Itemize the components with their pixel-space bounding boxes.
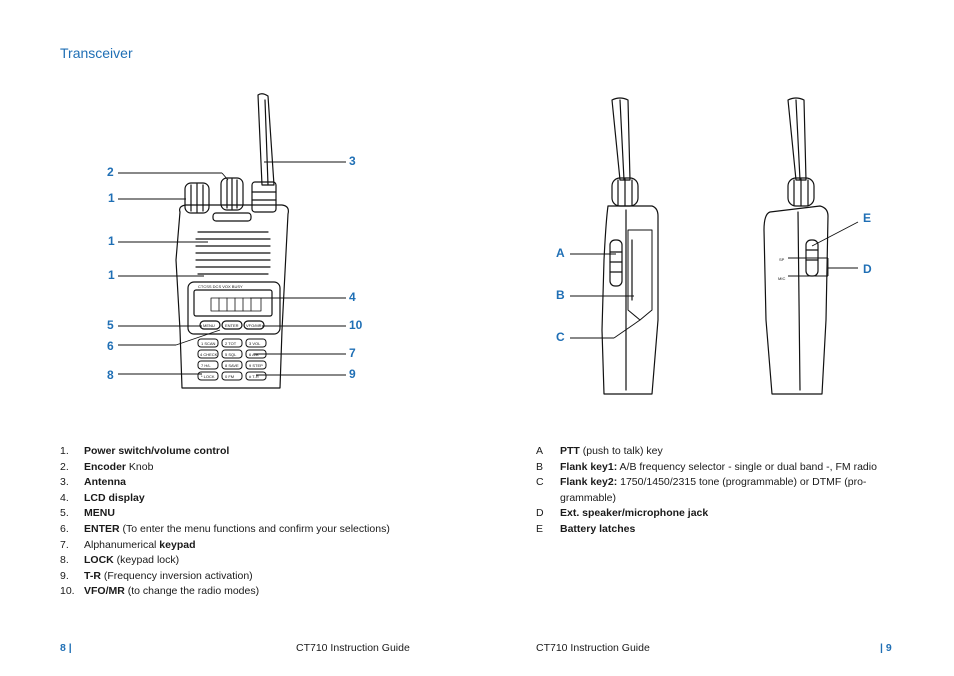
callout-1: 1 <box>108 234 115 248</box>
keypad-key-label: 2 TOT <box>225 341 237 346</box>
callout-4: 4 <box>349 290 356 304</box>
page-number-left: 8 | <box>60 642 72 654</box>
callout-9: 9 <box>349 367 356 381</box>
enter-key-label: ENTER <box>225 323 239 328</box>
keypad-key-label: 0 FM <box>225 374 234 379</box>
list-item: 4.LCD display <box>60 491 145 504</box>
callout-8: 8 <box>107 368 114 382</box>
callout-10: 10 <box>349 318 363 332</box>
parts-list-numbered: 1.Power switch/volume control 2.Encoder … <box>60 444 480 600</box>
footer-title-left: CT710 Instruction Guide <box>296 642 410 654</box>
keypad-key-label: 8 SAVE <box>225 363 239 368</box>
side-mic-label: MIC <box>778 276 785 281</box>
front-view <box>175 93 289 389</box>
page-number-right: | 9 <box>880 642 892 654</box>
list-item: 2.Encoder Knob <box>60 460 154 473</box>
callout-3: 3 <box>349 154 356 168</box>
page-title: Transceiver <box>60 45 133 61</box>
callout-1: 1 <box>108 191 115 205</box>
callout-d: D <box>863 262 872 276</box>
keypad-key-label: 7 H/L <box>201 363 211 368</box>
list-item: 6.ENTER (To enter the menu functions and… <box>60 522 390 535</box>
menu-key-label: MENU <box>203 323 215 328</box>
callout-c: C <box>556 330 565 344</box>
keypad-key-label: 9 STEP <box>249 363 263 368</box>
callout-b: B <box>556 288 565 302</box>
callout-e: E <box>863 211 872 225</box>
list-item: 1.Power switch/volume control <box>60 445 230 457</box>
callout-1: 1 <box>108 268 115 282</box>
keypad-key-label: # T-R <box>249 374 259 379</box>
side-sp-label: SP <box>779 257 785 262</box>
callout-5: 5 <box>107 318 114 332</box>
callout-6: 6 <box>107 339 114 353</box>
side-view-jack <box>763 97 829 395</box>
list-item: 7.Alphanumerical keypad <box>60 538 196 551</box>
list-item: 5.MENU <box>60 507 115 520</box>
callout-2: 2 <box>107 165 114 179</box>
keypad-key-label: 1 SCAN <box>201 341 216 346</box>
keypad-key-label: 5 SQL <box>225 352 237 357</box>
keypad-key-label: 6 A/B <box>249 352 259 357</box>
list-item: 9.T-R (Frequency inversion activation) <box>60 569 253 582</box>
callout-7: 7 <box>349 346 356 360</box>
list-item: 3.Antenna <box>60 476 126 489</box>
list-item: 8.LOCK (keypad lock) <box>60 554 180 567</box>
keypad-key-label: 4 CHECK <box>200 352 218 357</box>
footer-title-right: CT710 Instruction Guide <box>536 642 650 654</box>
keypad-key-label: 3 VOL <box>249 341 261 346</box>
list-item: 10.VFO/MR (to change the radio modes) <box>60 585 260 598</box>
side-view-ptt <box>601 97 659 395</box>
lcd-indicator-text: CTCSS DCS VOX BUSY <box>198 284 243 289</box>
callout-a: A <box>556 246 565 260</box>
vfo-key-label: VFO/MR <box>246 323 262 328</box>
list-item-continuation: grammable) <box>560 491 617 504</box>
keypad-key-label: * LOCK <box>201 374 215 379</box>
